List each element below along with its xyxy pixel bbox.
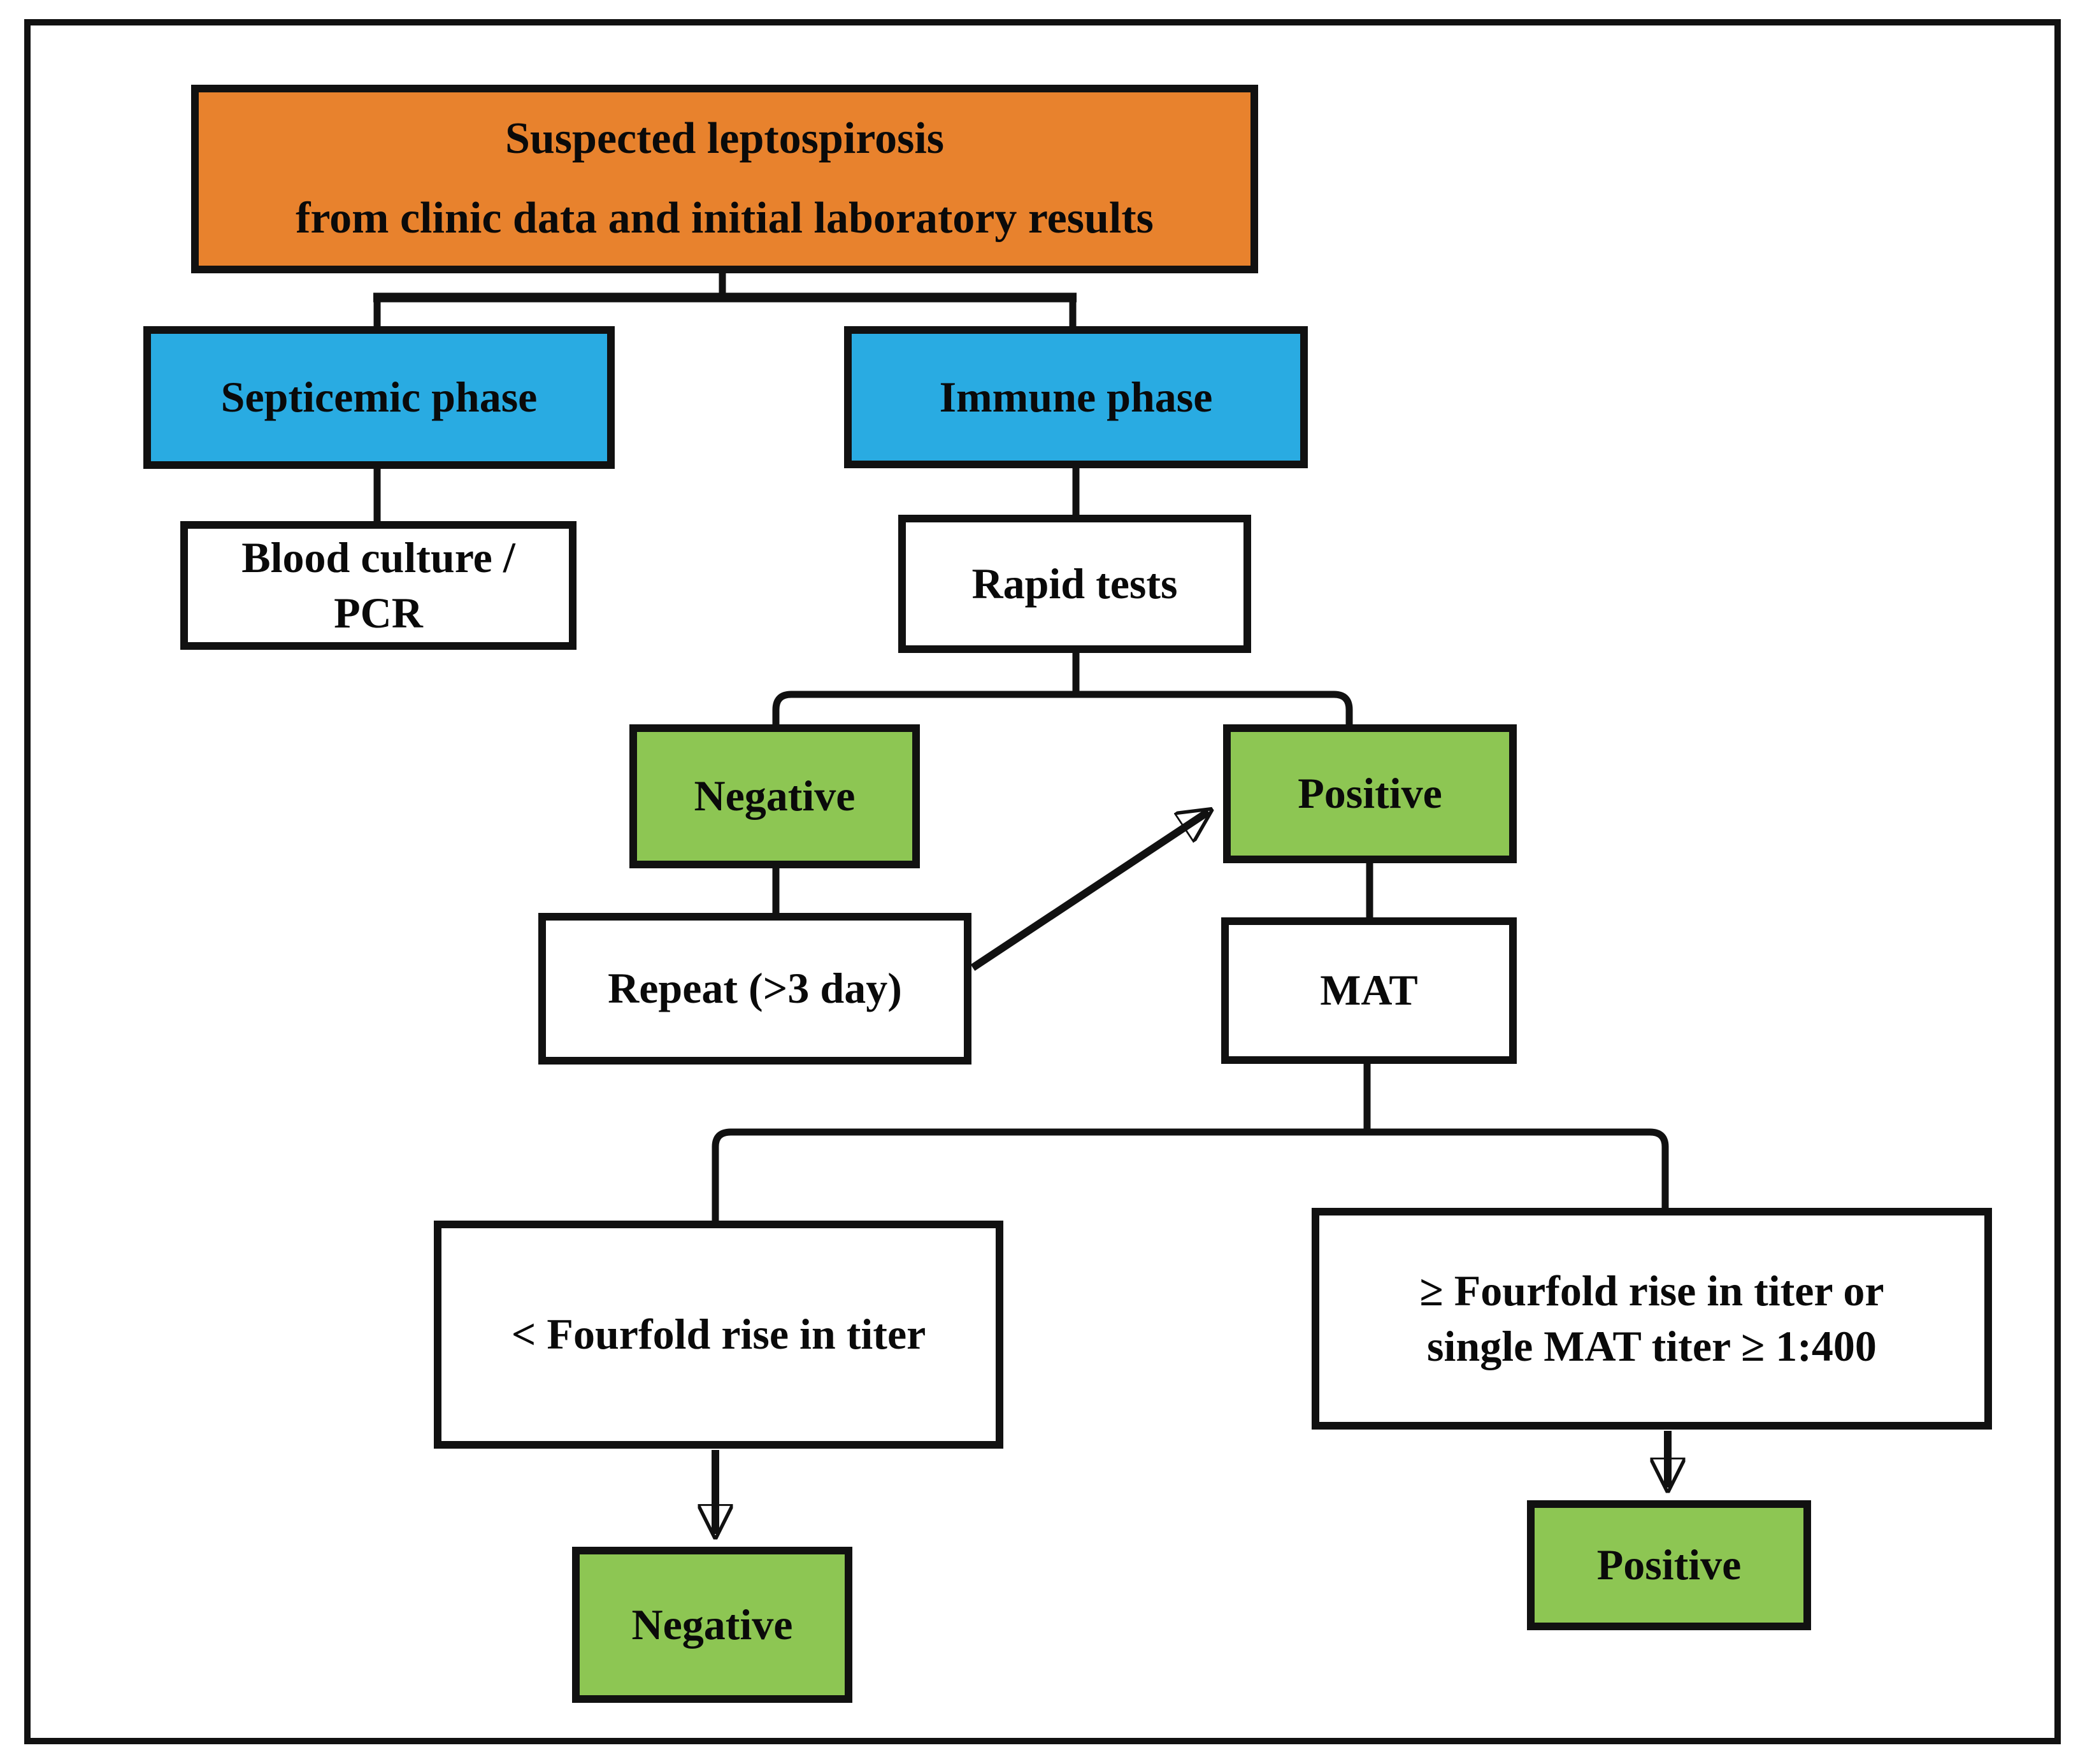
edge-repeat-positive-arrow bbox=[970, 812, 1208, 972]
node-mat: MAT bbox=[1221, 917, 1517, 1064]
node-repeat-test: Repeat (>3 day) bbox=[538, 913, 971, 1065]
node-final-negative: Negative bbox=[572, 1547, 852, 1703]
node-rapid-positive: Positive bbox=[1223, 724, 1517, 863]
node-rapid-negative: Negative bbox=[629, 724, 920, 868]
node-ge-fourfold-titer: ≥ Fourfold rise in titer or single MAT t… bbox=[1312, 1208, 1992, 1430]
node-final-positive: Positive bbox=[1527, 1500, 1811, 1630]
edge-mat-split-bar bbox=[712, 1128, 1669, 1223]
node-septicemic-phase: Septicemic phase bbox=[143, 326, 615, 469]
node-less-fourfold-titer: < Fourfold rise in titer bbox=[434, 1221, 1003, 1449]
diagram-border bbox=[24, 19, 2061, 1744]
edge-rapid-split-bar bbox=[772, 691, 1353, 727]
node-suspected-leptospirosis: Suspected leptospirosis from clinic data… bbox=[191, 85, 1258, 273]
node-immune-phase: Immune phase bbox=[844, 326, 1308, 468]
node-blood-culture-pcr: Blood culture / PCR bbox=[180, 521, 577, 650]
node-rapid-tests: Rapid tests bbox=[898, 515, 1251, 653]
